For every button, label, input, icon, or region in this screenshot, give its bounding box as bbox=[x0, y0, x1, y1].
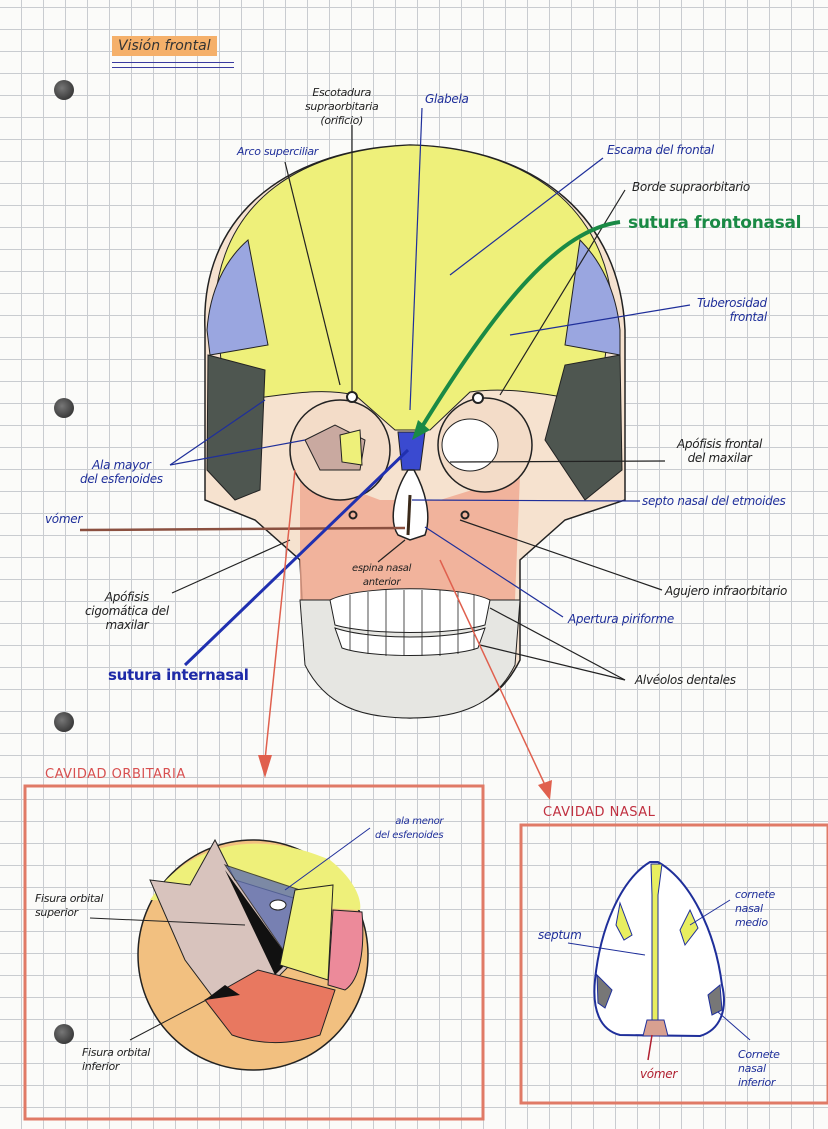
label-borde-supraorbitario: Borde supraorbitario bbox=[632, 180, 750, 194]
label-fisura-orbital-inferior: Fisura orbital inferior bbox=[82, 1046, 151, 1073]
label-vomer-nasal: vómer bbox=[640, 1067, 677, 1081]
lower-teeth bbox=[334, 627, 486, 656]
orbital-cavity-frame bbox=[23, 784, 485, 1121]
page-title: Visión frontal bbox=[112, 36, 217, 56]
label-sutura-internasal: sutura internasal bbox=[108, 666, 249, 684]
nasal-cavity-frame bbox=[519, 823, 828, 1105]
label-escotadura-supraorbitaria: Escotadura supraorbitaria (orificio) bbox=[305, 86, 379, 127]
label-cornete-nasal-inferior: Cornete nasal inferior bbox=[738, 1048, 780, 1089]
sphenoid-right bbox=[544, 354, 623, 501]
label-apofisis-frontal-maxilar: Apófisis frontal del maxilar bbox=[677, 437, 763, 465]
upper-teeth bbox=[329, 588, 491, 633]
label-escama-frontal: Escama del frontal bbox=[607, 143, 714, 157]
heading-cavidad-nasal: CAVIDAD NASAL bbox=[543, 805, 656, 820]
label-glabela: Glabela bbox=[425, 92, 469, 106]
binder-hole bbox=[54, 1024, 74, 1044]
label-vomer: vómer bbox=[45, 512, 82, 526]
parietal-right bbox=[564, 238, 621, 356]
label-fisura-orbital-superior: Fisura orbital superior bbox=[35, 892, 104, 919]
parietal-left bbox=[206, 239, 269, 356]
label-ala-mayor-esfenoides: Ala mayor del esfenoides bbox=[80, 458, 163, 486]
label-arco-superciliar: Arco superciliar bbox=[237, 145, 318, 158]
label-ala-menor-esfenoides: ala menor del esfenoides bbox=[375, 816, 444, 841]
nasal-cavity-outline bbox=[593, 861, 725, 1038]
frontonasal-arrow bbox=[418, 220, 621, 432]
binder-hole bbox=[54, 712, 74, 732]
label-septo-nasal-etmoides: septo nasal del etmoides bbox=[642, 494, 786, 508]
binder-hole bbox=[54, 398, 74, 418]
internasal-arrow bbox=[183, 448, 410, 667]
label-apertura-piriforme: Apertura piriforme bbox=[568, 612, 674, 626]
label-espina-nasal-anterior: espina nasal anterior bbox=[352, 563, 412, 588]
label-septum: septum bbox=[538, 928, 582, 942]
sphenoid-left bbox=[206, 354, 266, 501]
label-alveolos-dentales: Alvéolos dentales bbox=[635, 673, 736, 687]
heading-cavidad-orbitaria: CAVIDAD ORBITARIA bbox=[45, 767, 186, 782]
label-sutura-frontonasal: sutura frontonasal bbox=[628, 213, 802, 233]
label-apofisis-cigomatica: Apófisis cigomática del maxilar bbox=[85, 590, 169, 632]
title-underline bbox=[112, 62, 234, 68]
label-tuberosidad-frontal: Tuberosidad frontal bbox=[697, 296, 767, 324]
label-agujero-infraorbitario: Agujero infraorbitario bbox=[665, 584, 787, 598]
label-cornete-nasal-medio: cornete nasal medio bbox=[735, 888, 776, 929]
nasal-bones bbox=[397, 431, 426, 471]
binder-hole bbox=[54, 80, 74, 100]
frontal-bone bbox=[214, 144, 613, 431]
